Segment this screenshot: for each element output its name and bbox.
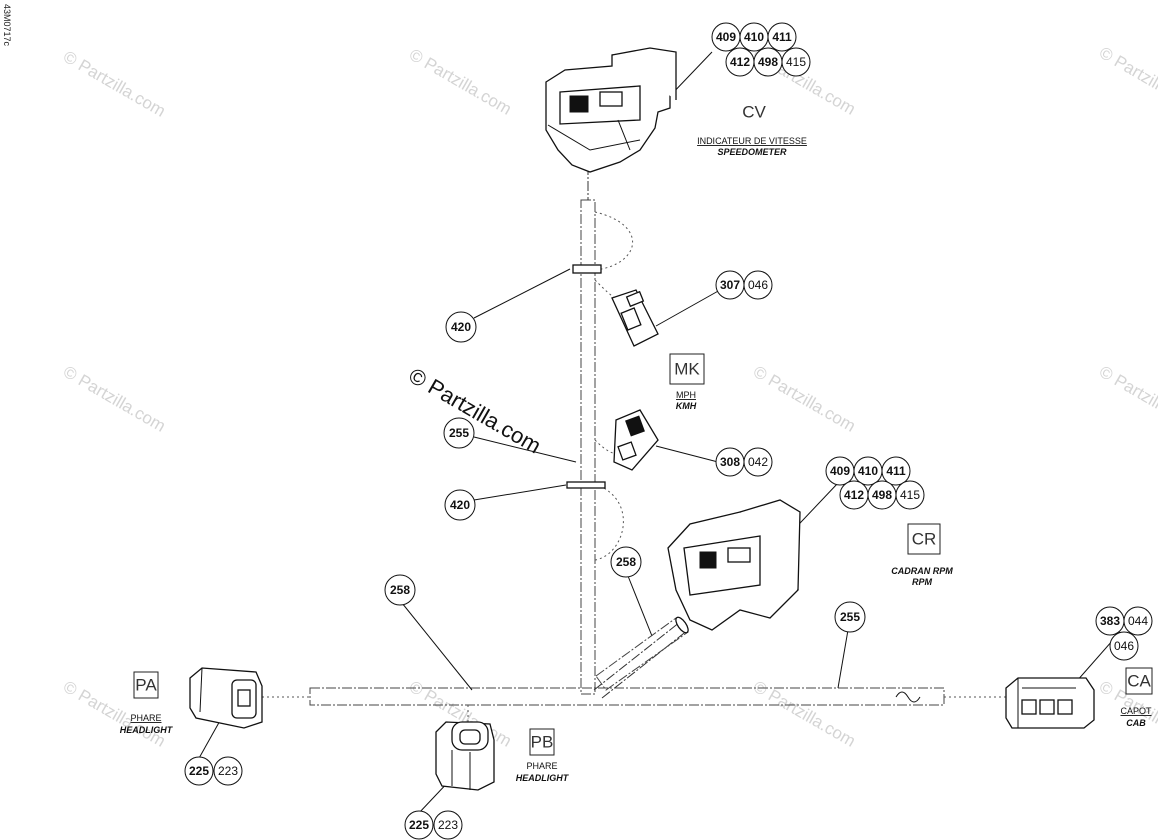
callouts-upper-plug: 307 046 — [715, 270, 773, 300]
callout-number: 420 — [451, 320, 471, 334]
callout-number: 411 — [772, 30, 792, 44]
callout-number: 225 — [409, 818, 429, 832]
callout-number: 225 — [189, 764, 209, 778]
connector-label: MPH — [676, 390, 696, 400]
leader-lines — [197, 51, 1121, 815]
label-pb: PB PHARE HEADLIGHT — [516, 728, 570, 783]
connector-code: MK — [674, 360, 700, 379]
watermark: © Partzilla.com — [1096, 43, 1158, 117]
callout-number: 411 — [886, 464, 906, 478]
connector-label: PHARE — [526, 761, 557, 771]
label-mk: MK MPH KMH — [669, 353, 705, 411]
headlight-connector-pa — [189, 667, 263, 729]
label-cr: CR CADRAN RPM RPM — [891, 523, 953, 587]
callout-number: 255 — [449, 426, 469, 440]
label-cv: CV INDICATEUR DE VITESSE SPEEDOMETER — [697, 103, 807, 158]
watermark: © Partzilla.com — [750, 362, 859, 436]
connector-label: CAPOT — [1120, 706, 1152, 716]
connector-code: CA — [1127, 672, 1151, 691]
connector-sublabel: RPM — [912, 577, 933, 587]
connector-sublabel: HEADLIGHT — [516, 773, 570, 783]
watermark: © Partzilla.com — [406, 45, 515, 119]
connector-label: PHARE — [130, 713, 161, 723]
cab-connector — [1005, 677, 1095, 729]
callouts-cr: 409 410 411 412 498 415 — [825, 456, 925, 510]
callouts-lower-plug: 308 042 — [715, 447, 773, 477]
callout-number: 223 — [438, 818, 458, 832]
connector-sublabel: HEADLIGHT — [120, 725, 174, 735]
callout-number: 498 — [758, 55, 778, 69]
callout-number: 415 — [900, 488, 920, 502]
callout-number: 409 — [716, 30, 736, 44]
callout-number: 042 — [748, 455, 768, 469]
callout-number: 223 — [218, 764, 238, 778]
callout-number: 409 — [830, 464, 850, 478]
callout-number: 420 — [450, 498, 470, 512]
callout-number: 498 — [872, 488, 892, 502]
rpm-connector — [667, 499, 801, 631]
callout-number: 044 — [1128, 614, 1148, 628]
headlight-connector-pb — [435, 721, 495, 791]
watermark: © Partzilla.com — [60, 362, 169, 436]
speedometer-connector — [545, 47, 677, 173]
callout-number: 410 — [744, 30, 764, 44]
callouts-cv: 409 410 411 412 498 415 — [711, 22, 811, 77]
callouts-pb: 225 223 — [404, 810, 463, 840]
connector-code: PB — [531, 733, 554, 752]
callouts-pa: 225 223 — [184, 756, 243, 786]
callout-number: 046 — [748, 278, 768, 292]
lower-plug — [613, 409, 659, 471]
watermark: © Partzilla.com — [1096, 362, 1158, 436]
callout-number: 308 — [720, 455, 740, 469]
connector-label: INDICATEUR DE VITESSE — [697, 136, 807, 146]
document-id: 43M0717c — [2, 4, 12, 47]
large-watermark: © Partzilla.com — [405, 363, 546, 459]
callout-number: 415 — [786, 55, 806, 69]
connector-code: CV — [742, 103, 766, 122]
callout-number: 255 — [840, 610, 860, 624]
callout-number: 046 — [1114, 639, 1134, 653]
connector-code: PA — [135, 676, 157, 695]
label-pa: PA PHARE HEADLIGHT — [120, 671, 174, 735]
callouts-ca: 383 044 046 — [1095, 606, 1153, 661]
callout-number: 412 — [844, 488, 864, 502]
connector-code: CR — [912, 530, 937, 549]
callouts-harness: 420 255 420 258 258 255 — [384, 311, 866, 633]
watermark: © Partzilla.com — [60, 47, 169, 121]
callout-number: 258 — [616, 555, 636, 569]
connector-sublabel: KMH — [676, 401, 697, 411]
callout-number: 383 — [1100, 614, 1120, 628]
connector-label: CADRAN RPM — [891, 566, 953, 576]
label-ca: CA CAPOT CAB — [1120, 667, 1153, 728]
callout-number: 410 — [858, 464, 878, 478]
conduit-tube — [595, 616, 689, 691]
upper-plug — [611, 289, 659, 347]
callout-number: 258 — [390, 583, 410, 597]
callout-number: 412 — [730, 55, 750, 69]
callout-number: 307 — [720, 278, 740, 292]
connector-sublabel: CAB — [1126, 718, 1146, 728]
connector-sublabel: SPEEDOMETER — [717, 147, 787, 157]
